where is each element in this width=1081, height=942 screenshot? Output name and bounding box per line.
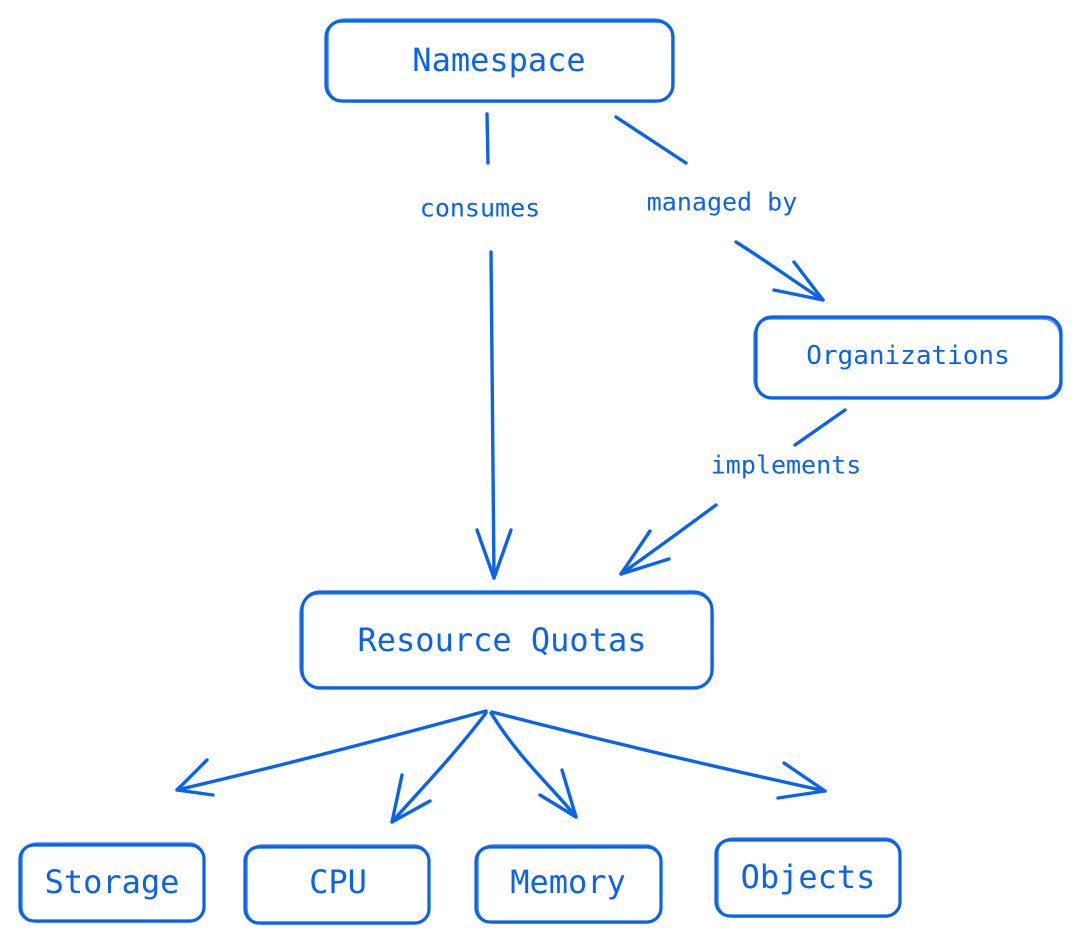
- edge-line: [489, 711, 578, 819]
- node-namespace[interactable]: Namespace: [324, 18, 675, 103]
- node-cpu[interactable]: CPU: [243, 844, 431, 925]
- edge-resource-quotas-to-memory: [489, 711, 578, 819]
- node-label: Organizations: [806, 341, 1010, 371]
- edge-label-consumes: consumes: [420, 194, 540, 223]
- node-label: CPU: [309, 863, 367, 901]
- edge-line: [793, 408, 847, 447]
- node-label: Storage: [45, 863, 180, 901]
- node-organizations[interactable]: Organizations: [753, 315, 1063, 400]
- node-label: Objects: [741, 858, 876, 896]
- edge-resource-quotas-to-objects: [490, 710, 827, 800]
- edge-resource-quotas-to-storage: [175, 709, 488, 797]
- edge-line: [734, 240, 825, 302]
- node-label: Namespace: [412, 41, 585, 79]
- node-label: Memory: [510, 863, 626, 901]
- node-objects[interactable]: Objects: [714, 837, 902, 918]
- edge-namespace-consumes-resource-quotas: consumes: [420, 112, 540, 580]
- arrowhead-icon: [772, 260, 825, 302]
- node-label: Resource Quotas: [358, 621, 647, 659]
- arrowhead-icon: [619, 529, 671, 576]
- edge-organizations-implements-resource-quotas: implements: [619, 408, 862, 576]
- node-storage[interactable]: Storage: [18, 842, 206, 923]
- edge-line: [490, 710, 827, 793]
- edge-line: [619, 503, 718, 576]
- node-resource-quotas[interactable]: Resource Quotas: [299, 590, 714, 690]
- edge-label-managed-by: managed by: [647, 188, 798, 217]
- edge-line: [175, 709, 488, 792]
- edge-namespace-managed-by-organizations: managed by: [614, 115, 825, 302]
- arrowhead-icon: [538, 768, 578, 819]
- edge-resource-quotas-to-cpu: [390, 711, 488, 824]
- node-memory[interactable]: Memory: [474, 844, 663, 924]
- arrowhead-icon: [776, 761, 827, 800]
- arrowhead-icon: [475, 528, 513, 580]
- arrowhead-icon: [175, 758, 215, 797]
- edge-line: [489, 250, 496, 580]
- edge-line: [485, 112, 490, 165]
- edge-label-implements: implements: [711, 451, 862, 480]
- arrowhead-icon: [390, 773, 432, 824]
- edge-line: [614, 115, 688, 165]
- edge-line: [390, 711, 488, 824]
